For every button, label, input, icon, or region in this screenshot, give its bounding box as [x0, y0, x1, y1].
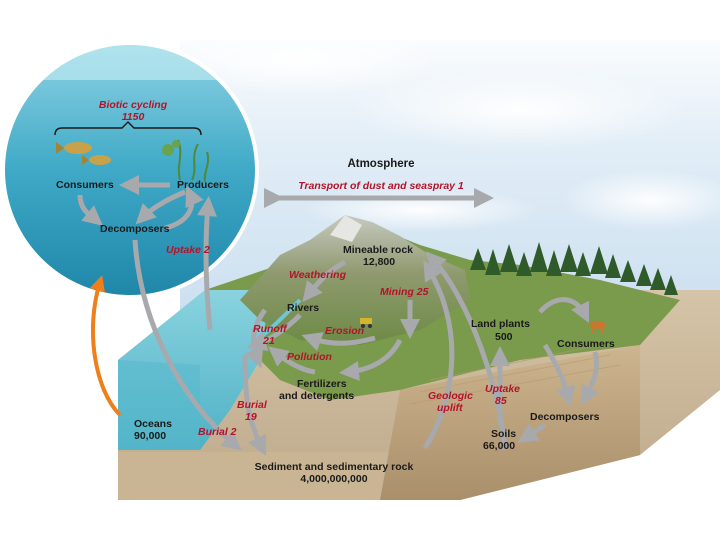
decomposers-land-label: Decomposers [530, 411, 599, 423]
burial-2-label: Burial 2 [198, 426, 237, 438]
soils-value: 66,000 [483, 440, 515, 452]
rivers-label: Rivers [287, 302, 319, 314]
erosion-label: Erosion [325, 325, 364, 337]
uptake-85-label: Uptake [485, 383, 520, 395]
runoff-label: Runoff [253, 323, 287, 335]
atmosphere-label: Atmosphere [347, 158, 414, 170]
consumers-land-label: Consumers [557, 338, 615, 350]
land-plants-label: Land plants [471, 318, 530, 330]
uplift-label: uplift [437, 402, 463, 414]
uptake-85-value: 85 [495, 395, 507, 407]
pollution-label: Pollution [287, 351, 332, 363]
sediment-label: Sediment and sedimentary rock [255, 461, 414, 473]
weathering-label: Weathering [289, 269, 346, 281]
mineable-rock-value: 12,800 [363, 256, 395, 268]
sediment-value: 4,000,000,000 [300, 473, 367, 485]
burial-19-label: Burial [237, 399, 267, 411]
biotic-cycling-value: 1150 [122, 111, 145, 123]
producers-label: Producers [177, 179, 229, 191]
consumers-ocean-label: Consumers [56, 179, 114, 191]
burial-19-value: 19 [245, 411, 257, 423]
mineable-rock-label: Mineable rock [343, 244, 413, 256]
geologic-label: Geologic [428, 390, 473, 402]
detergents-label: and detergents [279, 390, 354, 402]
decomposers-ocean-label: Decomposers [100, 223, 169, 235]
transport-label: Transport of dust and seaspray 1 [298, 180, 464, 192]
mining-label: Mining 25 [380, 286, 428, 298]
oceans-label: Oceans [134, 418, 172, 430]
runoff-value: 21 [263, 335, 275, 347]
zoom-highlight-arrow [93, 282, 120, 415]
biotic-cycling-label: Biotic cycling [99, 99, 167, 111]
uptake-2-label: Uptake 2 [166, 244, 210, 256]
soils-label: Soils [491, 428, 516, 440]
land-plants-value: 500 [495, 331, 513, 343]
fertilizers-label: Fertilizers [297, 378, 347, 390]
oceans-value: 90,000 [134, 430, 166, 442]
